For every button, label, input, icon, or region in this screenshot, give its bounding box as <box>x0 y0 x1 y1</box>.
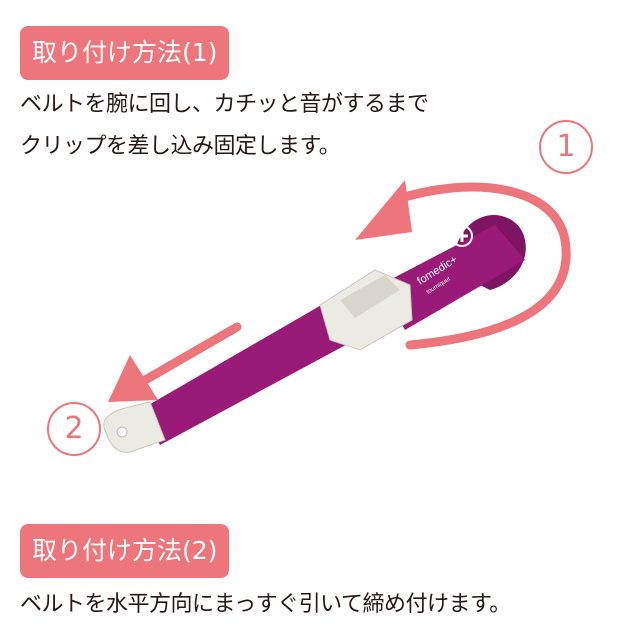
strap-tip <box>103 401 166 453</box>
plus-logo-icon <box>451 225 473 247</box>
step2-label: 取り付け方法(2) <box>20 524 230 578</box>
step2-marker: 2 <box>47 402 101 456</box>
step2-text-line1: ベルトを水平方向にまっすぐ引いて締め付けます。 <box>20 592 511 617</box>
step1-text-line2: クリップを差し込み固定します。 <box>20 134 341 159</box>
rotate-arrow-1 <box>390 182 571 350</box>
arrowhead-1-icon <box>355 180 412 240</box>
strap-upper <box>380 225 525 330</box>
arrowhead-2-icon <box>108 355 158 402</box>
step1-text-line1: ベルトを腕に回し、カチッと音がするまで <box>20 92 429 117</box>
strap-main <box>140 300 355 445</box>
step1-label: 取り付け方法(1) <box>20 26 230 80</box>
pull-arrow-2 <box>135 322 242 388</box>
step1-marker: 1 <box>539 120 593 174</box>
